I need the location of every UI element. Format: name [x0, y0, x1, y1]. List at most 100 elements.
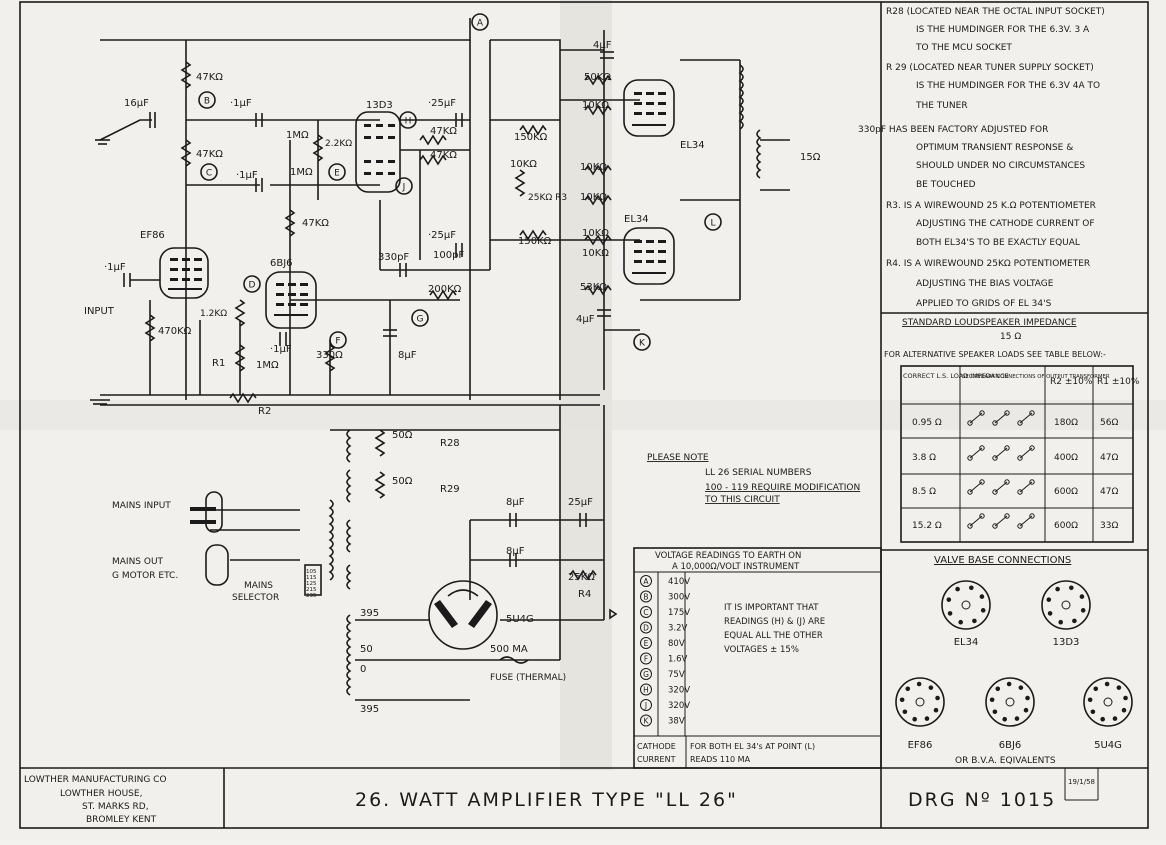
pin-icon	[935, 695, 940, 701]
test-point-label: E	[334, 169, 340, 179]
voltage-box: VOLTAGE READINGS TO EARTH ON A 10,000Ω/V…	[633, 547, 882, 769]
label-t395-top: 395	[360, 608, 379, 619]
terminal-icon	[967, 420, 973, 426]
resistors	[144, 61, 612, 581]
label-r-53k: 53KΩ	[580, 282, 607, 293]
terminal-icon	[1004, 445, 1010, 451]
label-r-1k2: 1.2KΩ	[200, 309, 227, 319]
label-c-25uf-a: ·25µF	[428, 98, 456, 109]
title-block: LOWTHER MANUFACTURING CO LOWTHER HOUSE, …	[20, 767, 1148, 828]
please-note-line: LL 26 SERIAL NUMBERS	[705, 468, 812, 478]
valve-5u4g	[428, 580, 498, 650]
terminal-icon	[1004, 479, 1010, 485]
label-c-8uf-g: 8µF	[398, 350, 417, 361]
label-tap: 105	[306, 569, 317, 575]
misc-components	[90, 139, 618, 664]
cathode-text: FOR BOTH EL 34's AT POINT (L)	[690, 742, 815, 751]
label-r-47k-h: 47KΩ	[430, 126, 457, 137]
pin-icon	[1002, 716, 1007, 722]
label-mains-input: MAINS INPUT	[112, 501, 171, 511]
row-load: 15.2 Ω	[912, 521, 942, 531]
terminal-icon	[979, 445, 985, 451]
test-point: A	[471, 13, 489, 31]
note-line: BOTH EL34'S TO BE EXACTLY EQUAL	[916, 238, 1080, 248]
pin-icon	[1090, 709, 1096, 715]
note-line: R4. IS A WIREWOUND 25KΩ POTENTIOMETER	[886, 259, 1090, 269]
pin-icon	[979, 594, 985, 599]
test-point-label: A	[477, 19, 484, 29]
pin-icon	[1058, 619, 1063, 625]
pin-icon	[1087, 697, 1093, 703]
impedance-table: CORRECT L.S. LOAD IMPEDANCE SECONDARY CO…	[900, 365, 1140, 543]
voltage-value: 300V	[668, 593, 690, 603]
note-line: OPTIMUM TRANSIENT RESPONSE &	[916, 143, 1073, 153]
label-r-330: 330Ω	[316, 350, 343, 361]
company-address: ST. MARKS RD,	[82, 802, 149, 812]
test-point: J	[395, 177, 413, 195]
impedance-section: STANDARD LOUDSPEAKER IMPEDANCE 15 Ω FOR …	[884, 318, 1140, 543]
pin-icon	[928, 685, 934, 690]
row-r1: 56Ω	[1100, 418, 1118, 428]
valve-base-name: EL34	[954, 637, 979, 648]
valve-base-diagram: EF86	[895, 677, 945, 751]
pin-icon	[1069, 585, 1074, 591]
voltage-value: 3.2V	[668, 624, 688, 634]
voltage-note: IT IS IMPORTANT THAT	[724, 603, 819, 613]
pin-icon	[924, 716, 930, 721]
valve-base-footer: OR B.V.A. EQIVALENTS	[955, 756, 1056, 766]
drawing-number: DRG Nº 1015	[908, 789, 1056, 811]
label-r-47k-top: 47KΩ	[196, 72, 223, 83]
mains-transformer	[328, 429, 352, 696]
label-r1: R1	[212, 358, 225, 369]
label-c-8uf-1: 8µF	[506, 497, 525, 508]
voltage-value: 75V	[668, 670, 685, 680]
valve-base-diagram: 5U4G	[1083, 677, 1133, 751]
terminal-icon	[1004, 410, 1010, 416]
drawing-title: 26. WATT AMPLIFIER TYPE "LL 26"	[355, 789, 738, 811]
label-motor: G MOTOR ETC.	[112, 571, 178, 581]
note-line: TO THE MCU SOCKET	[915, 43, 1012, 53]
label-r-10k-2: 10KΩ	[510, 159, 537, 170]
pin-icon	[980, 608, 986, 613]
terminal-icon	[1029, 445, 1035, 451]
pin-icon	[989, 697, 995, 703]
terminal-icon	[979, 410, 985, 416]
note-line: R3. IS A WIREWOUND 25 K.Ω POTENTIOMETER	[886, 201, 1096, 211]
voltage-note: READINGS (H) & (J) ARE	[724, 617, 825, 627]
label-r2: R2	[258, 406, 271, 417]
voltage-note: VOLTAGES ± 15%	[724, 645, 799, 655]
label-tap: 235	[306, 593, 317, 599]
label-c-16uf: 16µF	[124, 98, 149, 109]
row-r1: 33Ω	[1100, 521, 1118, 531]
terminal-icon	[992, 420, 998, 426]
valve-6bj6	[265, 271, 317, 329]
valve-base-title: VALVE BASE CONNECTIONS	[934, 555, 1071, 566]
table-header: SECONDARY CONNECTIONS OF OUTPUT TRANSFOR…	[962, 374, 1110, 380]
row-r2: 600Ω	[1054, 521, 1078, 531]
test-point: D	[243, 275, 261, 293]
label-mains-sel2: SELECTOR	[232, 593, 279, 603]
label-tap: 215	[306, 587, 317, 593]
label-c-100pf: 100pF	[433, 250, 464, 261]
pin-icon	[955, 586, 960, 592]
row-r2: 400Ω	[1054, 453, 1078, 463]
drawing-date: 19/1/58	[1068, 778, 1095, 786]
label-r-47k-c: 47KΩ	[196, 149, 223, 160]
terminal-icon	[967, 455, 973, 461]
note-line: R28 (LOCATED NEAR THE OCTAL INPUT SOCKET…	[886, 7, 1105, 17]
test-point-label: K	[639, 339, 646, 349]
note-line: APPLIED TO GRIDS OF EL 34'S	[916, 299, 1052, 309]
test-point: G	[411, 309, 429, 327]
please-note-line: 100 - 119 REQUIRE MODIFICATION	[705, 483, 860, 493]
table-header: CORRECT L.S. LOAD IMPEDANCE	[903, 372, 1009, 380]
label-c-4uf-k: 4µF	[576, 314, 595, 325]
